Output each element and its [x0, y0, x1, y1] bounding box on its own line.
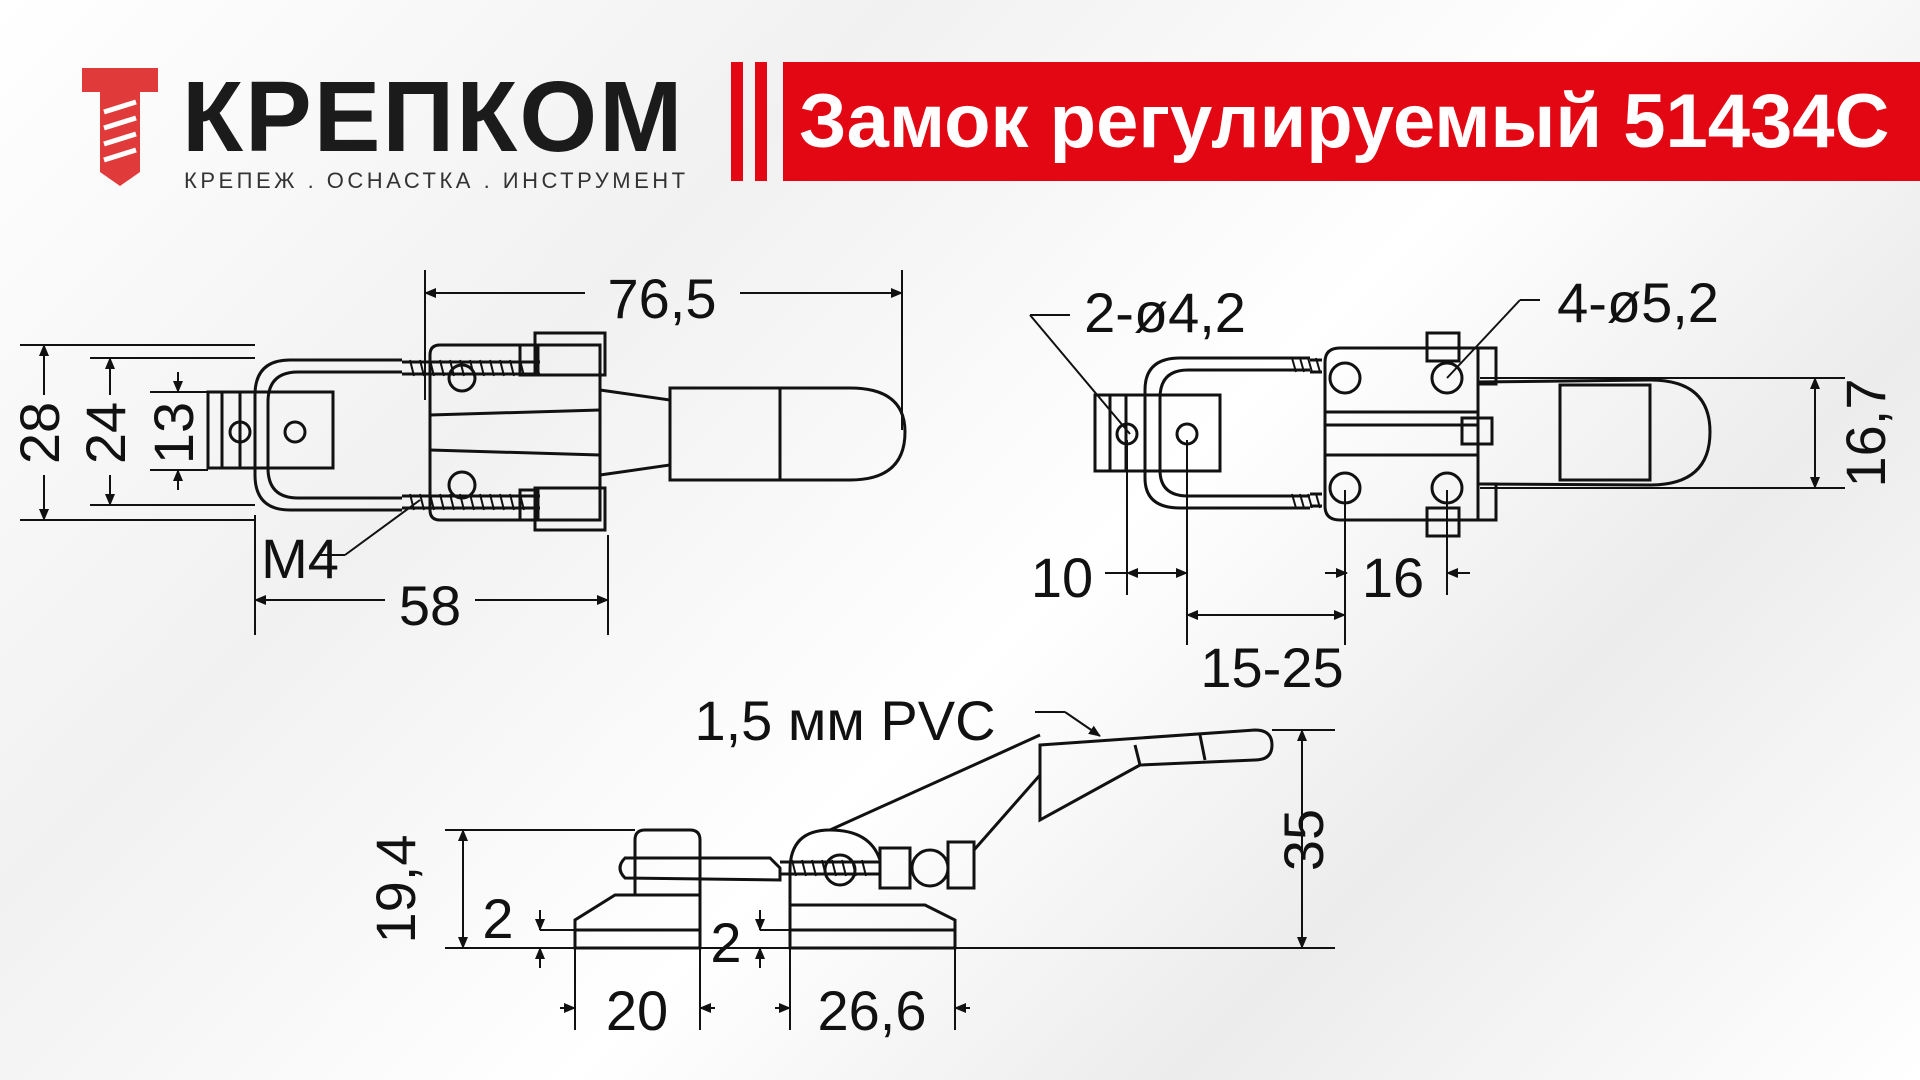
bolt-icon	[82, 68, 158, 186]
dim-hole-spacing-vertical: 16,7	[1834, 379, 1897, 488]
holes-view-dimensions	[1029, 299, 1845, 645]
side-view-dimensions	[445, 711, 1335, 1030]
top-view	[206, 331, 907, 532]
dim-overall-length: 76,5	[608, 267, 717, 330]
brand-name: КРЕПКОМ	[182, 61, 685, 173]
dim-height-mid: 24	[74, 402, 137, 464]
dim-clamp-base-length: 26,6	[818, 979, 927, 1042]
product-title: Замок регулируемый 51434С	[783, 62, 1920, 181]
title-stripe	[731, 62, 743, 181]
dim-height-outer: 28	[8, 402, 71, 464]
dim-adjust-range: 15-25	[1200, 636, 1343, 699]
side-view	[573, 728, 1274, 950]
spring-coils	[1291, 357, 1321, 509]
dim-plate-thickness-left: 2	[482, 887, 513, 950]
dim-large-hole-pitch: 16	[1362, 546, 1424, 609]
dim-height-inner: 13	[142, 402, 205, 464]
dim-latch-height: 19,4	[364, 835, 427, 944]
dim-thread: M4	[261, 527, 339, 590]
title-stripe	[755, 62, 767, 181]
dim-latch-base-length: 20	[606, 979, 668, 1042]
dim-small-hole-pitch: 10	[1031, 546, 1093, 609]
spring-coils	[791, 859, 867, 877]
holes-view	[1093, 331, 1712, 538]
dim-plate-thickness-right: 2	[710, 911, 741, 974]
top-view-dimensions	[20, 270, 903, 635]
dim-handle-coating: 1,5 мм PVC	[694, 689, 995, 752]
dim-base-length: 58	[399, 574, 461, 637]
dim-total-height: 35	[1272, 809, 1335, 871]
dim-small-holes: 2-ø4,2	[1084, 281, 1246, 344]
dim-large-holes: 4-ø5,2	[1557, 271, 1719, 334]
spring-coils	[409, 359, 525, 511]
brand-logo: КРЕПКОМ КРЕПЕЖ . ОСНАСТКА . ИНСТРУМЕНТ	[82, 61, 685, 202]
brand-tagline: КРЕПЕЖ . ОСНАСТКА . ИНСТРУМЕНТ	[184, 168, 689, 193]
